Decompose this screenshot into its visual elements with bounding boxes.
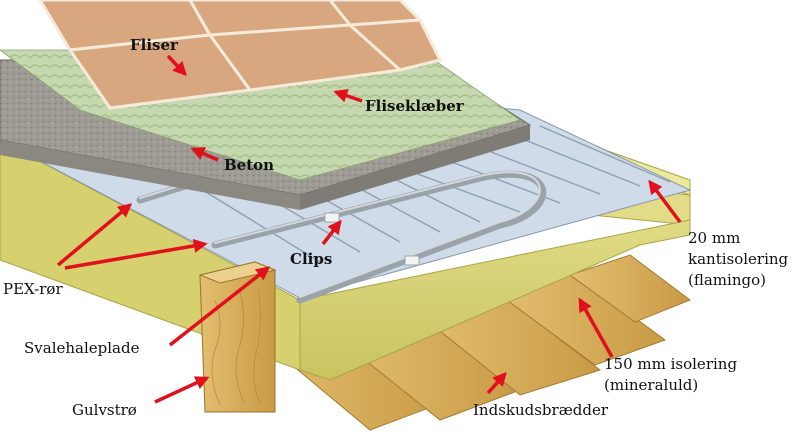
arrow-svale bbox=[168, 266, 271, 347]
label-fliseklaeber: Fliseklæber bbox=[365, 97, 465, 115]
arrow-beton bbox=[190, 147, 219, 162]
label-gulvstroe: Gulvstrø bbox=[72, 401, 137, 419]
label-indskudsbraedder: Indskudsbrædder bbox=[473, 401, 609, 419]
arrow-clips bbox=[321, 219, 342, 246]
arrow-pex-1 bbox=[56, 203, 133, 267]
arrow-gulvstroe bbox=[154, 376, 210, 404]
tiles bbox=[38, 0, 443, 110]
arrow-pex-2 bbox=[64, 238, 208, 270]
arrow-fliser bbox=[166, 54, 187, 77]
label-iso-1: 150 mm isolering bbox=[604, 355, 737, 373]
arrow-indskud bbox=[486, 371, 507, 395]
pointer-arrows bbox=[56, 54, 682, 404]
label-kantiso-3: (flamingo) bbox=[688, 271, 766, 289]
label-pex: PEX-rør bbox=[3, 280, 63, 298]
floor-joist bbox=[198, 261, 277, 413]
arrow-iso bbox=[578, 297, 614, 358]
label-beton: Beton bbox=[224, 156, 274, 174]
arrow-kantiso bbox=[648, 179, 682, 224]
label-kantiso-2: kantisolering bbox=[688, 250, 789, 268]
arrow-fliseklaeber bbox=[333, 89, 363, 103]
label-kantiso-1: 20 mm bbox=[688, 229, 740, 247]
label-clips: Clips bbox=[290, 250, 332, 268]
label-iso-2: (mineraluld) bbox=[604, 376, 698, 394]
label-fliser: Fliser bbox=[130, 36, 179, 54]
label-svalehaleplade: Svalehaleplade bbox=[24, 339, 140, 357]
